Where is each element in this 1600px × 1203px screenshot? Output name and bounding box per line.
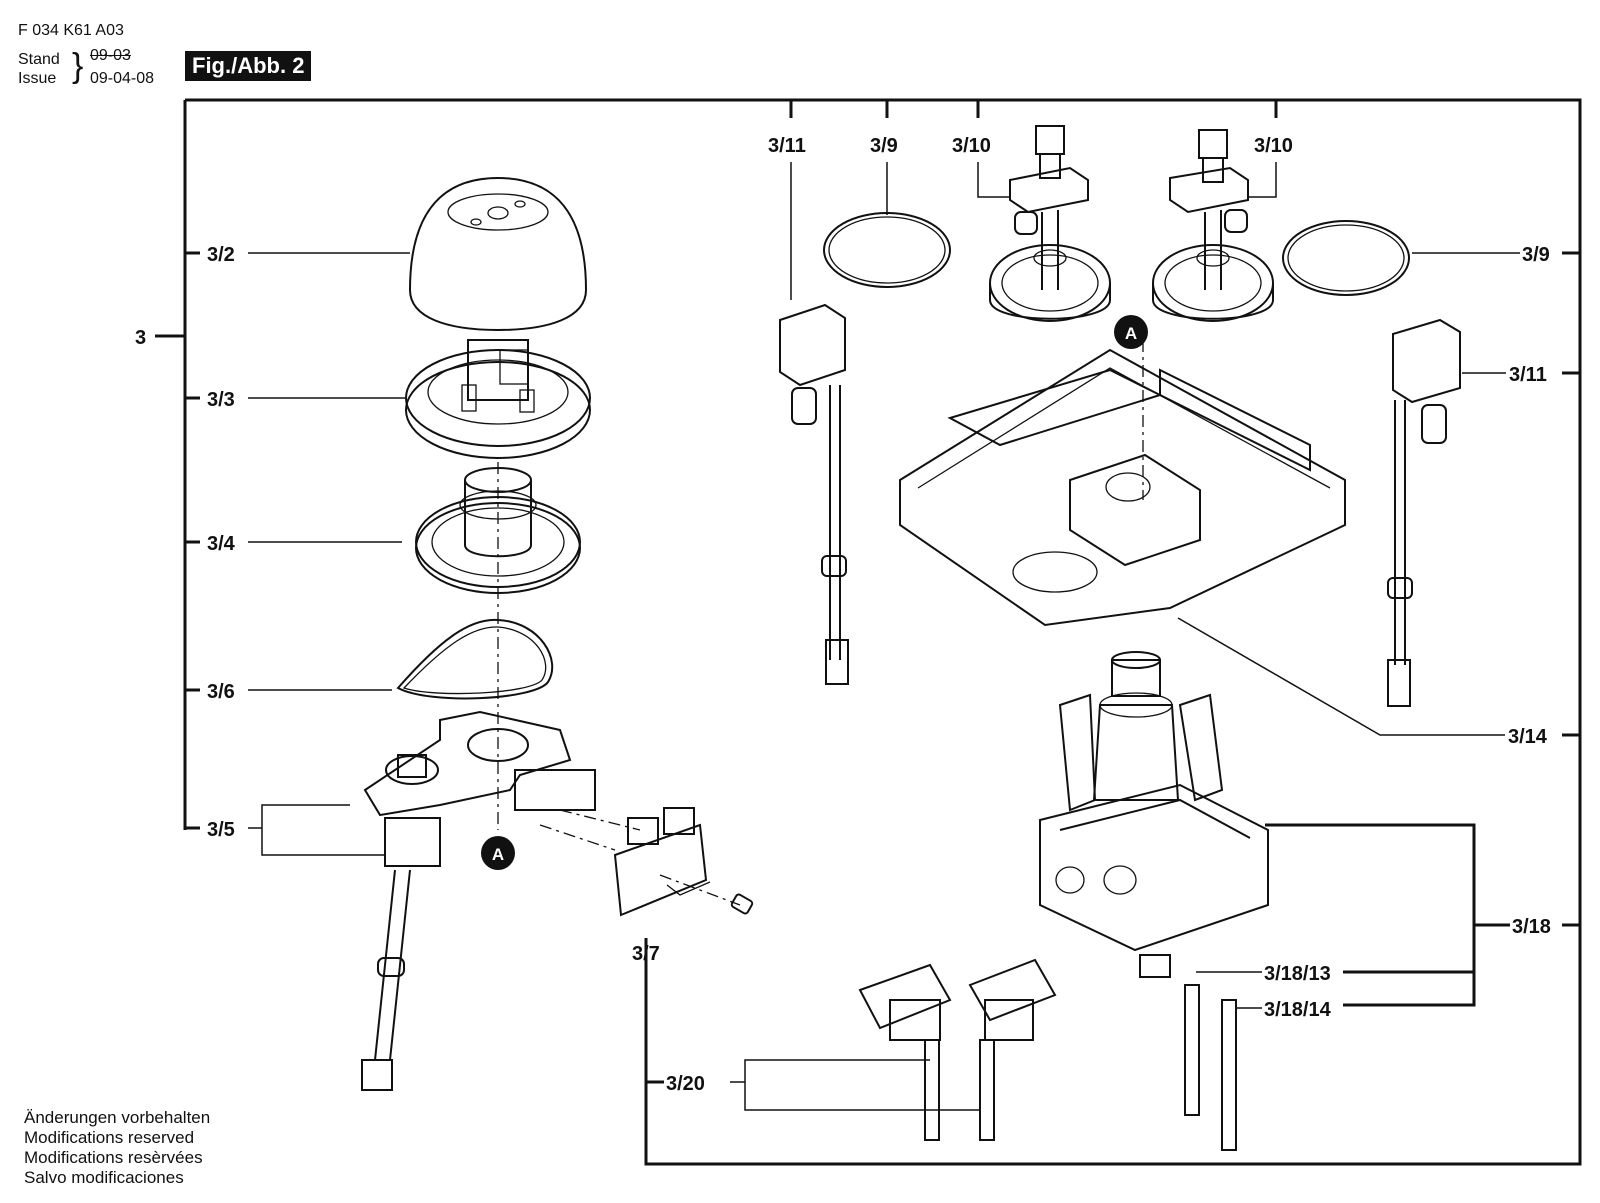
label-3-18: 3/18	[1512, 916, 1551, 938]
label-3-3: 3/3	[207, 389, 235, 411]
part-3-3-housing	[405, 339, 591, 459]
label-3-10-right: 3/10	[1254, 135, 1293, 157]
label-3: 3	[135, 327, 146, 349]
label-3-5: 3/5	[207, 819, 235, 841]
footer-line-es: Salvo modificaciones	[24, 1168, 184, 1187]
label-3-20: 3/20	[666, 1073, 705, 1095]
part-3-18-main-unit	[1039, 651, 1269, 978]
label-3-10-left: 3/10	[952, 135, 991, 157]
part-3-6-drive-belt	[396, 618, 554, 700]
reference-a-right-text: A	[1125, 324, 1137, 343]
issue-label: Issue	[18, 70, 57, 87]
label-3-6: 3/6	[207, 681, 235, 703]
footer-line-de: Änderungen vorbehalten	[24, 1108, 211, 1127]
part-3-9-o-ring-left	[823, 212, 951, 288]
part-3-10-adjuster-left	[989, 125, 1111, 322]
reference-marker-a-left: A	[481, 836, 515, 870]
label-3-18-13: 3/18/13	[1264, 963, 1331, 985]
footer-line-en: Modifications reserved	[24, 1128, 195, 1147]
part-3-9-o-ring-right	[1282, 220, 1410, 296]
label-3-9-top: 3/9	[870, 135, 898, 157]
figure-label: Fig./Abb. 2	[185, 51, 312, 81]
part-3-20-sensor-boards	[858, 958, 1057, 1141]
part-3-11-sensor-right	[1387, 318, 1461, 707]
label-3-18-14: 3/18/14	[1264, 999, 1332, 1021]
part-3-10-adjuster-right	[1152, 129, 1274, 322]
diagram-frame	[185, 98, 1582, 1166]
part-3-14-base-plate	[899, 348, 1346, 627]
reference-a-left-text: A	[492, 845, 504, 864]
leaders-left	[185, 251, 410, 856]
part-3-11-sensor-left	[779, 303, 849, 685]
part-3-18-13-strip	[1184, 984, 1200, 1116]
part-3-5-motor-bracket	[361, 710, 596, 1091]
label-3-11-right: 3/11	[1509, 364, 1547, 386]
part-3-18-14-strip	[1221, 999, 1237, 1151]
footer-line-fr: Modifications resèrvées	[24, 1148, 203, 1167]
part-3-2-cover-cap	[408, 176, 588, 332]
leaders-right	[1177, 251, 1580, 1009]
label-3-14: 3/14	[1508, 726, 1548, 748]
stand-label: Stand	[18, 51, 60, 68]
stand-date: 09-03	[90, 47, 131, 64]
issue-date: 09-04-08	[90, 70, 155, 87]
document-number: F 034 K61 A03	[18, 22, 124, 39]
label-3-7: 3/7	[632, 943, 660, 965]
reference-marker-a-right: A	[1114, 315, 1148, 349]
label-3-4: 3/4	[207, 533, 236, 555]
leaders-bottom	[646, 1059, 980, 1111]
leaders-top	[789, 100, 1278, 300]
label-3-2: 3/2	[207, 244, 235, 266]
part-3-7-circuit-board	[539, 807, 754, 917]
brace-symbol: }	[72, 47, 84, 85]
label-3-11-top: 3/11	[768, 135, 806, 157]
label-3-9-right: 3/9	[1522, 244, 1550, 266]
